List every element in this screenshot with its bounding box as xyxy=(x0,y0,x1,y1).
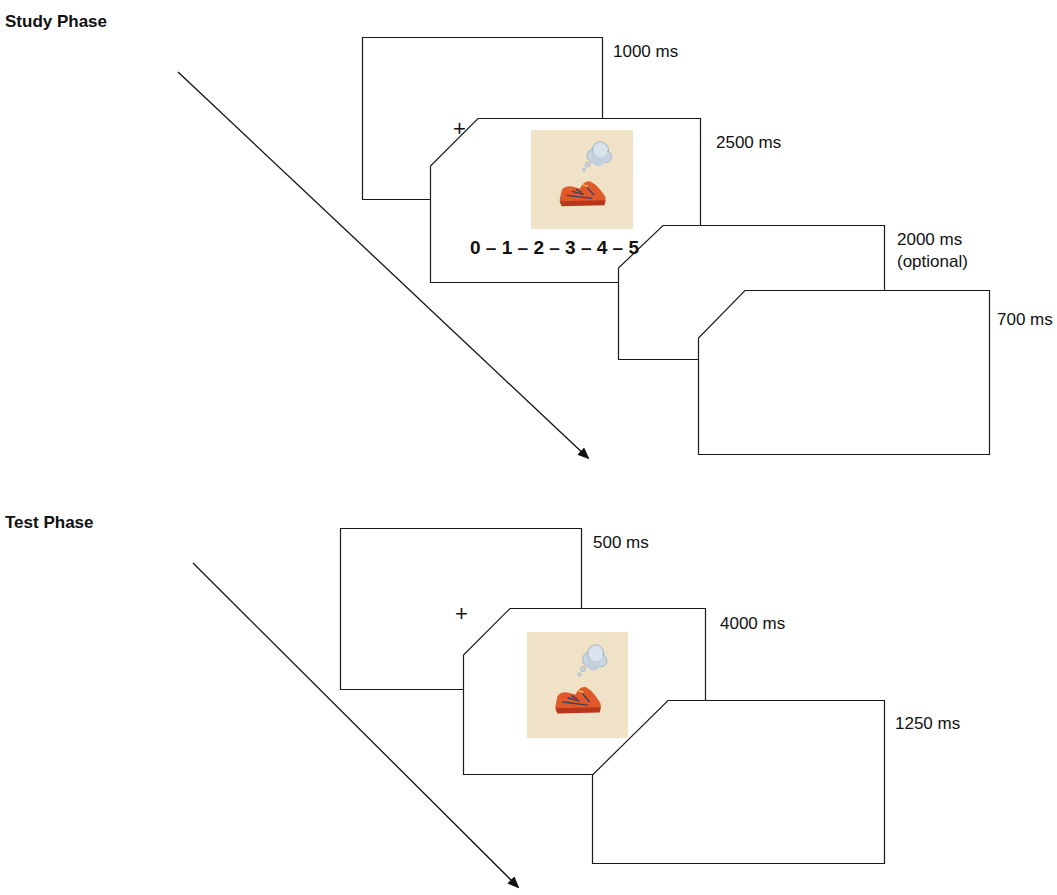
duration-label: 1000 ms xyxy=(613,42,678,62)
duration-label: 4000 ms xyxy=(720,614,785,634)
screen-outline xyxy=(592,700,885,864)
phase-title: Study Phase xyxy=(5,12,107,32)
rating-scale: 0 – 1 – 2 – 3 – 4 – 5 xyxy=(470,237,639,260)
screen-frame: 1250 ms xyxy=(592,700,885,864)
screen-outline xyxy=(698,290,990,455)
phase-title: Test Phase xyxy=(5,513,94,533)
duration-label: 2000 ms (optional) xyxy=(897,229,989,273)
screen-border xyxy=(593,701,885,864)
duration-label: 500 ms xyxy=(593,533,649,553)
duration-label: 1250 ms xyxy=(895,714,960,734)
screen-frame: 700 ms xyxy=(698,290,990,455)
fixation-cross: + xyxy=(455,601,468,627)
duration-label: 700 ms xyxy=(997,310,1053,330)
screen-border xyxy=(699,291,990,455)
duration-label: 2500 ms xyxy=(716,133,781,153)
fixation-cross: + xyxy=(453,116,466,142)
